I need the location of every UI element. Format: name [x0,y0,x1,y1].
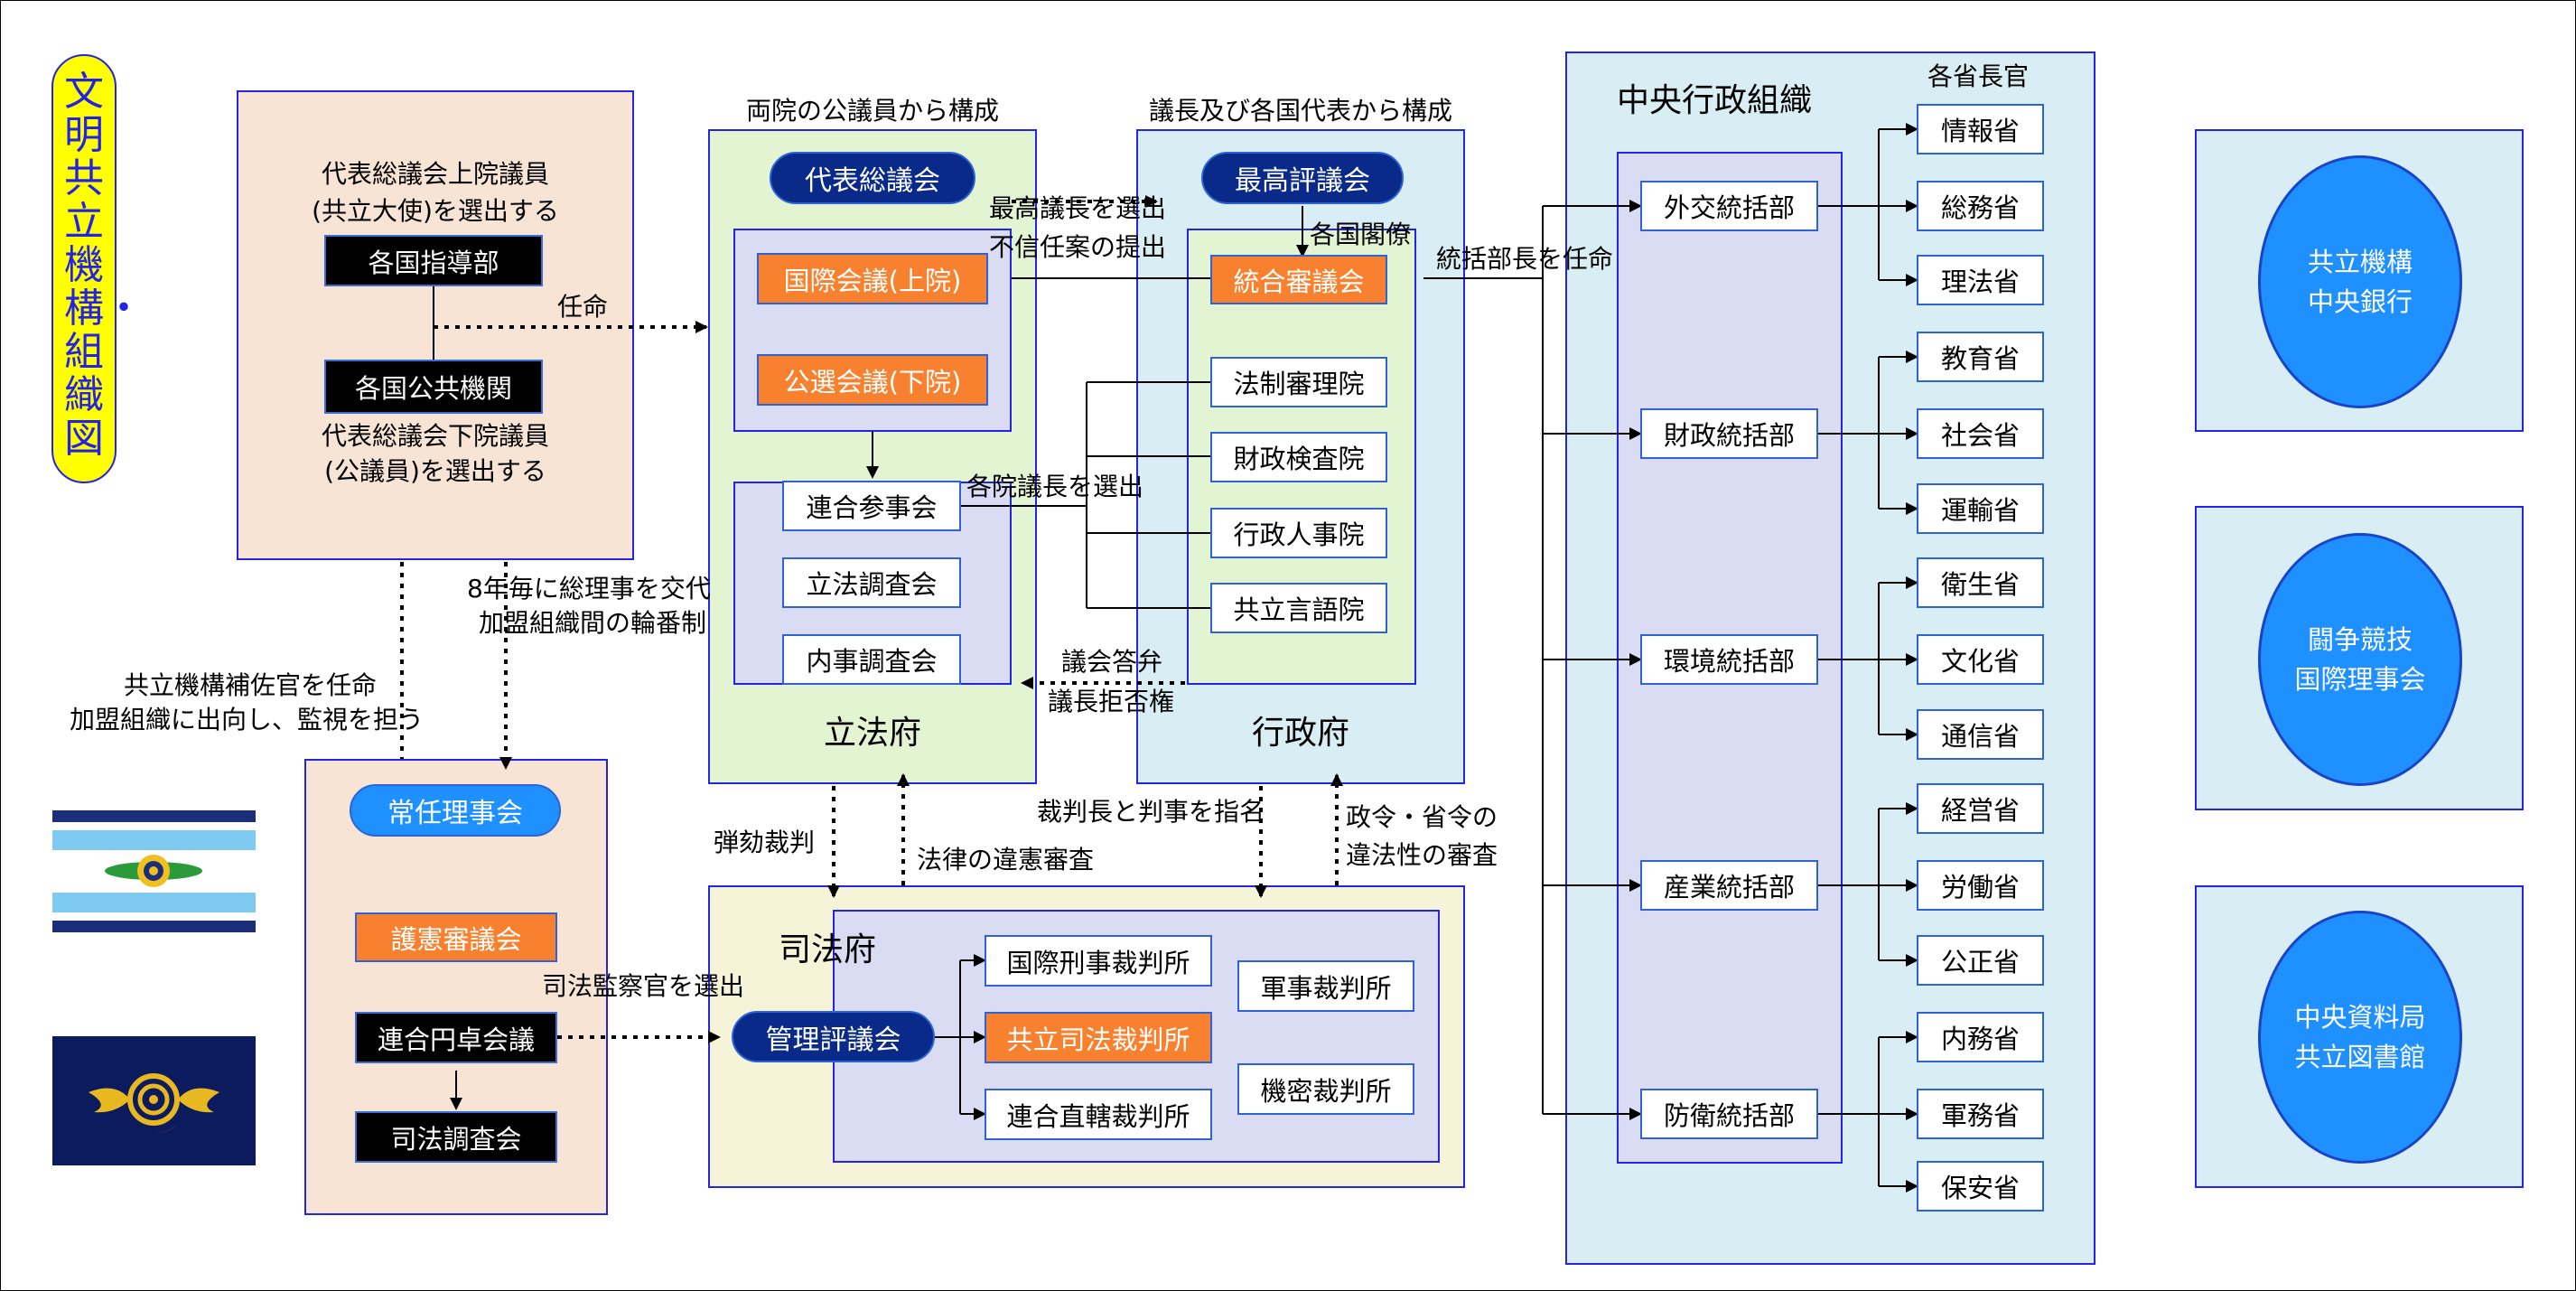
legislative-research[interactable]: 立法調査会 [782,557,961,608]
ministry-box[interactable]: 文化省 [1917,634,2044,685]
central-archive-line1: 中央資料局 [2294,1002,2426,1033]
no-confidence-label: 不信任案の提出 [989,232,1167,262]
court-military[interactable]: 軍事裁判所 [1237,960,1414,1012]
impeach-label: 弾劾裁判 [714,828,816,857]
legislature-label: 立法府 [823,715,921,752]
combat-council-line2: 国際理事会 [2294,664,2426,695]
court-joint-justice[interactable]: 共立司法裁判所 [985,1012,1212,1063]
elect-chair-label: 最高議長を選出 [989,193,1167,223]
ministry-box[interactable]: 情報省 [1917,104,2044,154]
office-personnel[interactable]: 行政人事院 [1210,508,1387,558]
court-international-criminal[interactable]: 国際刑事裁判所 [985,935,1212,987]
defense-label-1: 議会答弁 [1061,647,1163,677]
defense-label-2: 議長拒否権 [1048,687,1175,716]
ministry-box[interactable]: 経営省 [1917,783,2044,834]
elect-house-chairs-label: 各院議長を選出 [966,472,1144,501]
appoint-heads-label: 統括部長を任命 [1436,244,1614,274]
upper-caption-1: 代表総議会上院議員 [321,159,549,189]
ministry-box[interactable]: 軍務省 [1917,1089,2044,1139]
ministry-box[interactable]: 運輸省 [1917,483,2044,534]
roundtable-box[interactable]: 連合円卓会議 [355,1012,557,1063]
rotation-2: 加盟組織間の輪番制 [479,608,707,638]
upper-house[interactable]: 国際会議(上院) [757,253,988,304]
legislature-header: 両院の公議員から構成 [745,96,999,126]
judiciary-label: 司法府 [779,931,877,968]
court-secret[interactable]: 機密裁判所 [1237,1063,1414,1115]
ministry-box[interactable]: 社会省 [1917,408,2044,459]
representative-assembly[interactable]: 代表総議会 [770,152,975,204]
ministry-box[interactable]: 保安省 [1917,1161,2044,1211]
court-federal-direct[interactable]: 連合直轄裁判所 [985,1089,1212,1140]
flag-light [52,807,256,936]
dept-environment[interactable]: 環境統括部 [1640,634,1818,685]
executive-header: 議長及び各国代表から構成 [1148,96,1452,126]
office-legislation[interactable]: 法制審理院 [1210,357,1387,407]
central-archive-line2: 共立図書館 [2294,1042,2426,1072]
executive-label: 行政府 [1251,715,1349,752]
nominate-judges-label: 裁判長と判事を指名 [1037,797,1265,827]
supreme-council[interactable]: 最高評議会 [1201,152,1404,204]
rotation-1: 8年毎に総理事を交代 [467,574,711,603]
central-bank[interactable]: 共立機構中央銀行 [2258,155,2462,408]
constitution-council[interactable]: 護憲審議会 [355,912,557,962]
office-audit[interactable]: 財政検査院 [1210,432,1387,482]
title-pill [51,54,117,483]
central-archive[interactable]: 中央資料局共立図書館 [2258,911,2462,1164]
ministry-box[interactable]: 公正省 [1917,935,2044,986]
leaders-box[interactable]: 各国指導部 [324,235,543,286]
lower-caption-2: (公議員)を選出する [324,456,546,486]
office-language[interactable]: 共立言語院 [1210,583,1387,633]
upper-caption-2: (共立大使)を選出する [312,196,559,226]
appoint-label: 任命 [557,292,609,322]
aide-2: 加盟組織に出向し、監視を担う [70,705,425,734]
flag-navy [52,1036,256,1165]
internal-research[interactable]: 内事調査会 [782,634,961,685]
public-bodies-box[interactable]: 各国公共機関 [324,360,543,414]
ministers-header: 各省長官 [1927,61,2030,91]
management-council[interactable]: 管理評議会 [732,1011,935,1062]
decree-label-2: 違法性の審査 [1346,840,1498,870]
central-bank-line1: 共立機構 [2307,247,2413,277]
ministry-box[interactable]: 労働省 [1917,860,2044,911]
cabinet-label: 各国閣僚 [1310,220,1412,249]
ministry-box[interactable]: 理法省 [1917,255,2044,305]
central-bank-line2: 中央銀行 [2307,286,2413,317]
lower-house[interactable]: 公選会議(下院) [757,354,988,406]
lower-caption-1: 代表総議会下院議員 [321,421,549,451]
ministry-box[interactable]: 教育省 [1917,332,2044,382]
ministry-box[interactable]: 衛生省 [1917,557,2044,608]
decree-label-1: 政令・省令の [1346,802,1498,832]
ministry-box[interactable]: 総務省 [1917,181,2044,231]
select-inspector: 司法監察官を選出 [542,971,745,1001]
dept-finance[interactable]: 財政統括部 [1640,408,1818,459]
joint-council[interactable]: 連合参事会 [782,481,961,531]
ministry-box[interactable]: 内務省 [1917,1012,2044,1062]
combat-council[interactable]: 闘争競技国際理事会 [2258,533,2462,786]
standing-council[interactable]: 常任理事会 [350,784,561,837]
judicial-research-box[interactable]: 司法調査会 [355,1111,557,1163]
central-title: 中央行政組織 [1617,82,1813,119]
dept-defense[interactable]: 防衛統括部 [1640,1089,1818,1139]
review-law-label: 法律の違憲審査 [917,845,1095,875]
dept-industry[interactable]: 産業統括部 [1640,860,1818,911]
combat-council-line1: 闘争競技 [2307,624,2413,655]
aide-1: 共立機構補佐官を任命 [124,670,378,700]
ministry-box[interactable]: 通信省 [1917,709,2044,760]
integrated-council[interactable]: 統合審議会 [1210,255,1387,304]
dept-foreign[interactable]: 外交統括部 [1640,181,1818,231]
